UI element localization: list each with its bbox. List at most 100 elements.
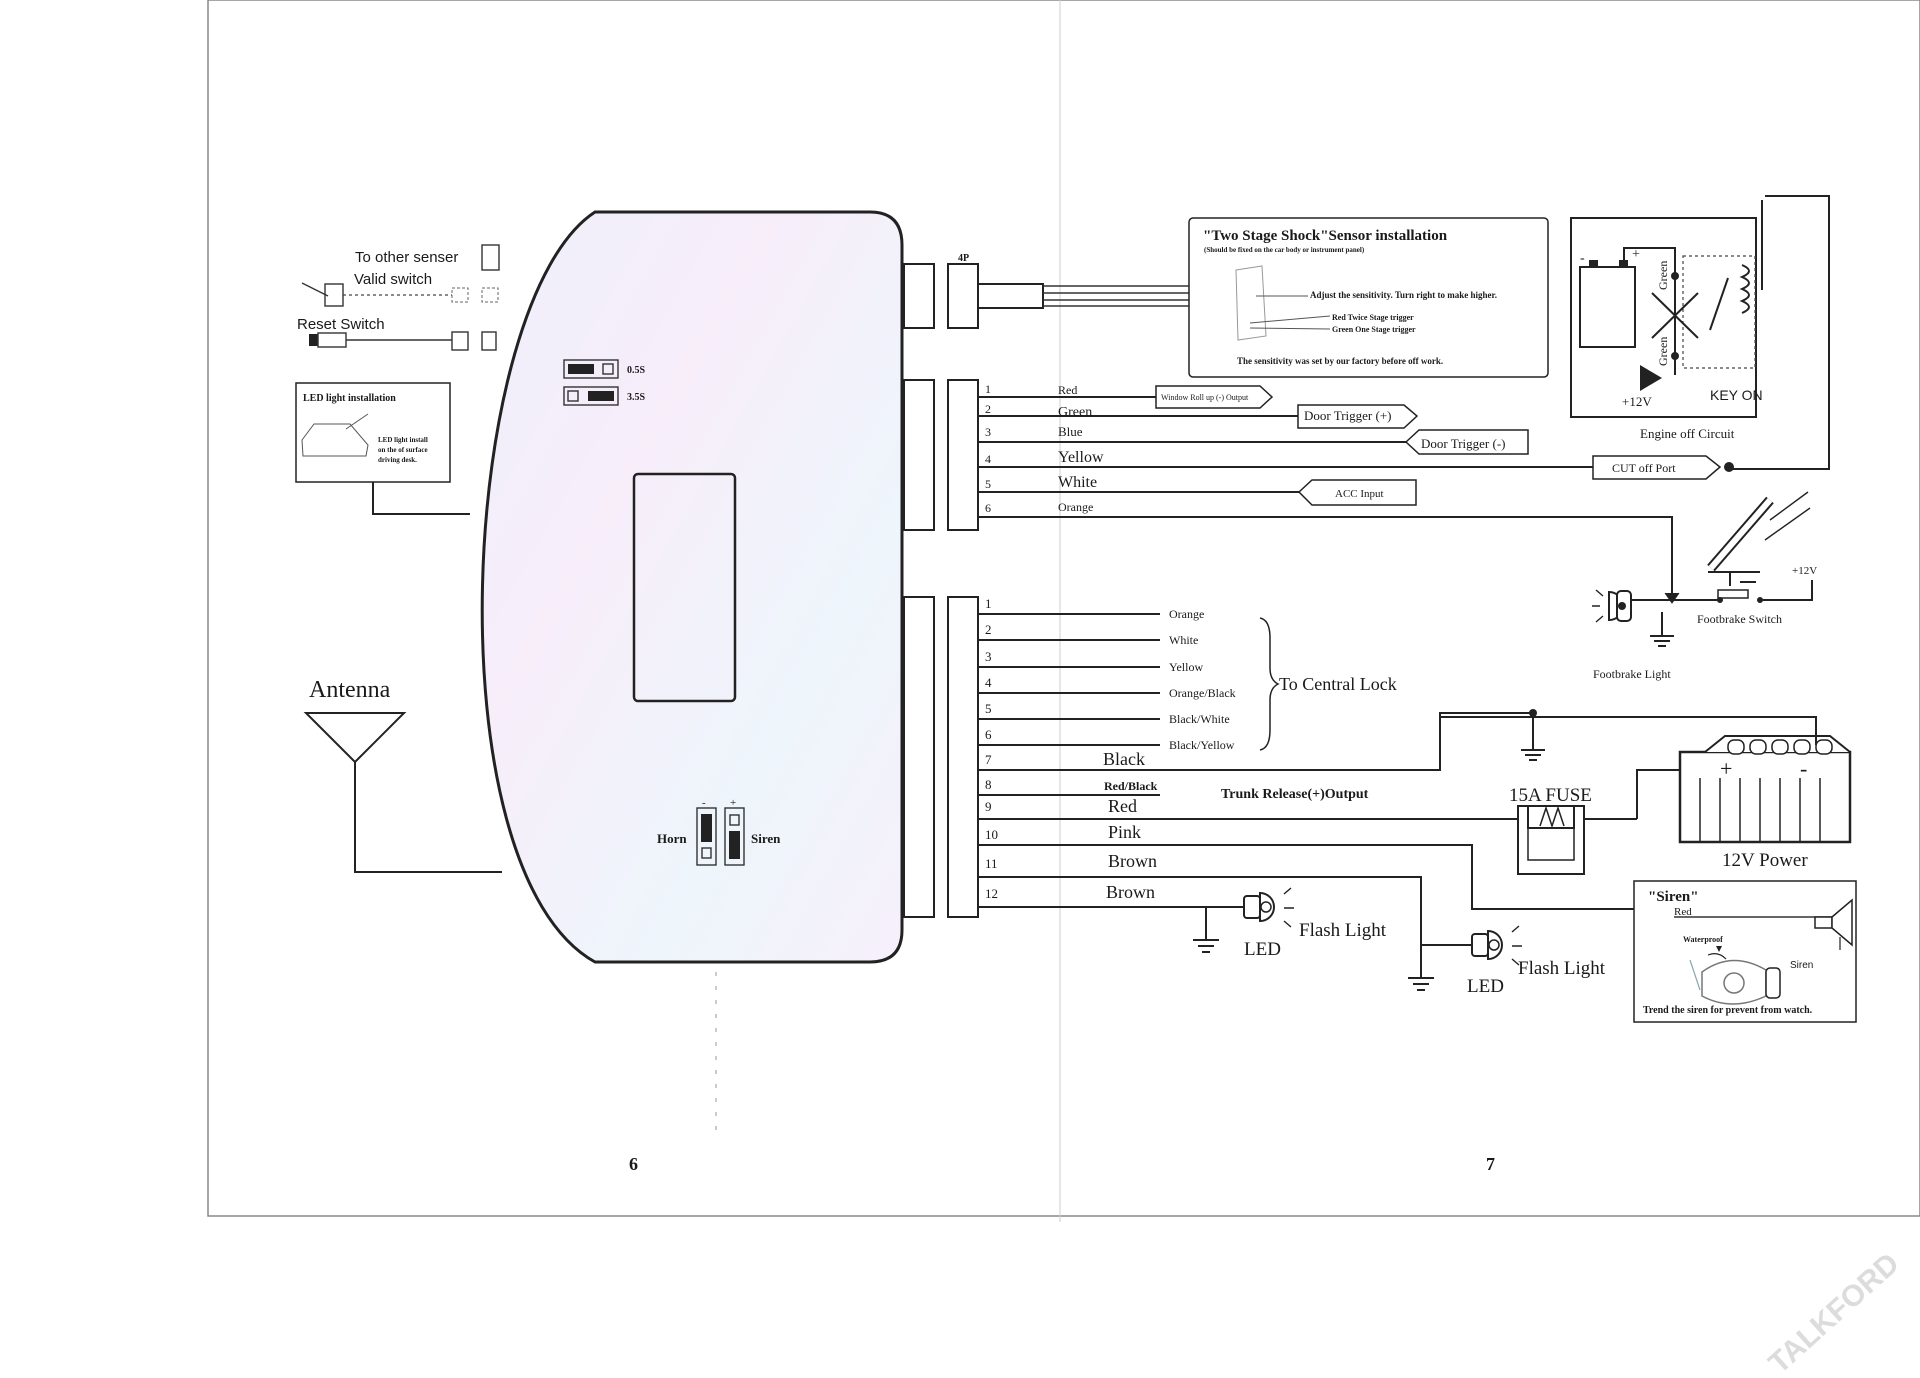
trunk-release-label: Trunk Release(+)Output: [1221, 787, 1369, 802]
door-trigger-minus-label: Door Trigger (-): [1421, 436, 1506, 451]
timing-knob-35: [588, 391, 614, 401]
other-sensor-terminal: [481, 244, 500, 271]
wire12-num-4: 4: [985, 675, 992, 690]
wire6-num-1: 1: [985, 382, 991, 396]
timing-label-05: 0.5S: [627, 365, 646, 376]
door-trigger-plus-label: Door Trigger (+): [1304, 408, 1392, 423]
engine-battery-icon: [1579, 266, 1636, 348]
shock-red-trigger: Red Twice Stage trigger: [1332, 313, 1414, 322]
wire6-color-4: Yellow: [1058, 449, 1104, 466]
wire6-color-6: Orange: [1058, 500, 1093, 514]
connector-4p-label: 4P: [958, 253, 969, 264]
acc-input-tag: [1297, 479, 1417, 506]
antenna-icon: [303, 712, 407, 764]
flash-light-2-icon: [1471, 925, 1522, 966]
connector-6-plug: [947, 379, 979, 531]
battery-icon: [1678, 735, 1852, 844]
shock-sensor-box: [1188, 217, 1549, 378]
wire12-color-6: Black/Yellow: [1169, 738, 1235, 752]
wire6-color-1: Red: [1058, 383, 1077, 397]
wire12-color-4: Orange/Black: [1169, 686, 1236, 700]
engine-plus12: +12V: [1622, 394, 1652, 409]
shock-green-trigger: Green One Stage trigger: [1332, 325, 1416, 334]
siren-waterproof: Waterproof: [1683, 935, 1723, 944]
led-note-3: driving desk.: [378, 456, 417, 464]
connector-12-socket: [903, 596, 935, 918]
relay-coil-icon: [1739, 264, 1750, 314]
engine-diode-icon: [1640, 365, 1662, 391]
wire6-num-5: 5: [985, 477, 991, 491]
relay-contact-icon: [1651, 292, 1699, 339]
footbrake-switch-label: Footbrake Switch: [1697, 612, 1782, 626]
connector-4p-plug: [947, 263, 979, 329]
wire12-num-7: 7: [985, 752, 992, 767]
battery-plus: +: [1720, 756, 1732, 781]
fuse-label: 15A FUSE: [1509, 785, 1592, 806]
cut-off-port-label: CUT off Port: [1612, 461, 1676, 475]
flash-light-1-icon: [1243, 887, 1294, 928]
wire-group-6: 1 2 3 4 5 6 Red Green Blue Yellow White …: [985, 382, 1104, 515]
alarm-control-unit: [480, 210, 904, 964]
jumper-plus: +: [730, 797, 736, 809]
connector-6-socket: [903, 379, 935, 531]
horn-label: Horn: [657, 831, 687, 846]
wire12-color-10: Pink: [1108, 822, 1141, 842]
jumper-minus: -: [702, 797, 706, 809]
engine-off-caption: Engine off Circuit: [1640, 426, 1735, 441]
wire12-color-1: Orange: [1169, 607, 1204, 621]
wire6-color-2: Green: [1058, 405, 1092, 420]
siren-jumper: [724, 807, 745, 866]
siren-box-red: Red: [1674, 906, 1692, 918]
siren-device-icon: [1689, 946, 1781, 1005]
acc-input-label: ACC Input: [1335, 488, 1384, 500]
engine-green-bottom: Green: [1656, 337, 1670, 366]
page-number-right: 7: [1486, 1154, 1495, 1174]
wire12-color-8: Red/Black: [1104, 779, 1158, 793]
battery-label: 12V Power: [1722, 850, 1808, 871]
siren-horn-icon: [1814, 898, 1853, 950]
wire12-num-12: 12: [985, 886, 998, 901]
shock-sensor-subtitle: (Should be fixed on the car body or inst…: [1204, 246, 1365, 254]
connector-4p-socket: [903, 263, 935, 329]
wire6-num-6: 6: [985, 501, 991, 515]
wire6-num-3: 3: [985, 425, 991, 439]
valid-switch-label: Valid switch: [354, 271, 432, 288]
wire12-num-8: 8: [985, 777, 992, 792]
wire12-num-9: 9: [985, 799, 992, 814]
wire12-color-7: Black: [1103, 749, 1145, 769]
timing-label-35: 3.5S: [627, 392, 646, 403]
shock-sensor-adjust: Adjust the sensitivity. Turn right to ma…: [1310, 290, 1497, 300]
reset-switch-label: Reset Switch: [297, 316, 385, 333]
led-note-2: on the of surface: [378, 446, 428, 454]
horn-jumper: [696, 807, 717, 866]
led-installation-box: [295, 382, 451, 483]
cut-off-port-tag: [1592, 455, 1722, 480]
wire12-color-2: White: [1169, 633, 1198, 647]
manual-sheet: [207, 0, 1920, 1217]
wire12-color-3: Yellow: [1169, 660, 1203, 674]
page-number-left: 6: [629, 1154, 638, 1174]
engine-green-top: Green: [1656, 261, 1670, 290]
key-on-label: KEY ON: [1710, 387, 1763, 403]
wire12-num-10: 10: [985, 827, 998, 842]
flash-light-1-label: Flash Light: [1299, 920, 1387, 941]
flash-led-2-label: LED: [1467, 976, 1504, 997]
central-lock-label: To Central Lock: [1279, 674, 1397, 694]
cut-off-junction: [1724, 462, 1734, 472]
siren-jumper-label: Siren: [751, 831, 781, 846]
door-trigger-minus-tag: [1404, 429, 1529, 455]
engine-battery-minus: -: [1580, 251, 1585, 266]
flash-light-2-label: Flash Light: [1518, 958, 1606, 979]
siren-device-label: Siren: [1790, 960, 1813, 971]
connector-12-plug: [947, 596, 979, 918]
wire12-num-1: 1: [985, 596, 992, 611]
shock-sensor-icon: [1235, 265, 1267, 341]
footbrake-switch-icon: [1707, 491, 1811, 599]
unit-window: [632, 472, 737, 703]
wire12-color-12: Brown: [1106, 882, 1155, 902]
wire12-num-5: 5: [985, 701, 992, 716]
engine-off-box: [1570, 217, 1757, 418]
window-rollup-tag: [1155, 385, 1274, 409]
valid-switch-lever: [301, 282, 329, 297]
